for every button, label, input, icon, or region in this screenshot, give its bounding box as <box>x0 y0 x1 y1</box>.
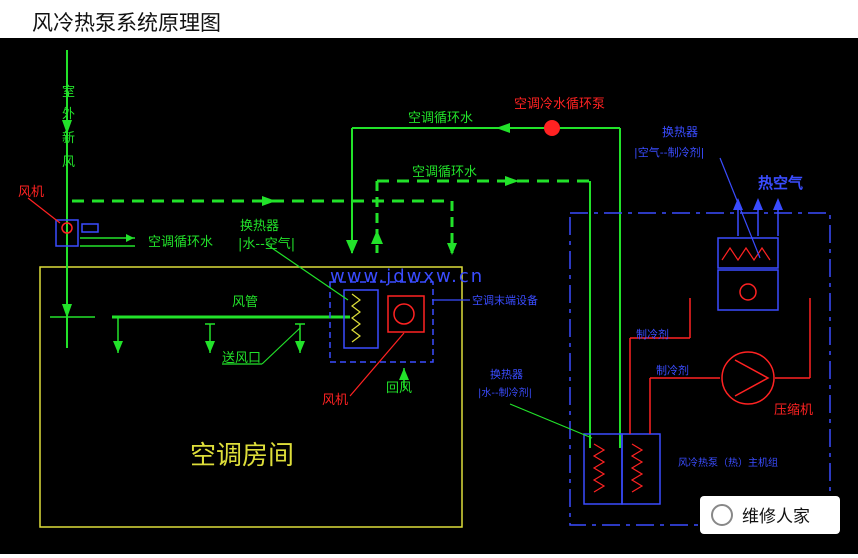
outdoor-air-label-1: 室 <box>62 84 75 100</box>
ac-terminal-box <box>329 281 434 363</box>
condenser-fan-icon <box>739 283 757 301</box>
page-title: 风冷热泵系统原理图 <box>32 11 221 35</box>
circ-water-left-arrow <box>126 234 134 242</box>
condenser-zigzag <box>721 246 771 262</box>
hot-air-arrow-3 <box>773 198 783 210</box>
return-air-label: 回风 <box>386 381 412 396</box>
condenser-coil <box>717 237 779 269</box>
brand-badge <box>700 496 840 534</box>
compressor-symbol <box>734 359 770 397</box>
air-refrigerant-label: |空气--制冷剂| <box>634 145 704 159</box>
refrigerant-label-2: 制冷剂 <box>656 363 689 377</box>
heat-exchanger-label: 换热器 <box>240 219 279 234</box>
hx-bottom-leader <box>509 403 593 439</box>
pump-label: 空调冷水循环泵 <box>514 97 605 112</box>
fan-left-icon <box>61 222 73 234</box>
water-hx-right-zigzag <box>630 443 644 493</box>
water-air-label: |水--空气| <box>238 236 295 252</box>
fan-mid-label: 风机 <box>322 393 348 408</box>
chat-icon <box>711 504 733 526</box>
supply-arrow-3 <box>295 341 305 353</box>
fan-left-leader <box>27 197 61 224</box>
hot-air-arrow-2 <box>753 198 763 210</box>
fresh-air-arrow-2 <box>62 304 72 318</box>
supply-vent-leader <box>261 327 301 365</box>
circ-water-top-arrow <box>496 123 510 133</box>
brand-label: 维修人家 <box>742 507 810 527</box>
hx-bottom-label: 换热器 <box>490 367 523 381</box>
fan-mid-box <box>387 295 425 333</box>
outdoor-air-label-3: 新 <box>62 130 75 146</box>
hot-air-label: 热空气 <box>758 174 803 192</box>
air-duct-label: 风管 <box>232 295 258 310</box>
dashed-down-arrow <box>447 243 457 255</box>
condenser-fan-box <box>717 269 779 311</box>
hot-air-arrow-1 <box>733 198 743 210</box>
fan-left-label: 风机 <box>18 185 44 200</box>
outdoor-air-label-2: 外 <box>62 107 75 122</box>
fan-mid-icon <box>393 303 415 325</box>
heat-exchanger-coil <box>343 289 379 349</box>
supply-vent-label: 送风口 <box>222 351 261 366</box>
supply-arrow-2 <box>205 341 215 353</box>
water-refrigerant-label: |水--制冷剂| <box>478 386 532 399</box>
hx-leader <box>265 243 349 301</box>
circ-water-top-arrow-down <box>346 240 358 254</box>
dashed-arrow <box>262 196 276 206</box>
ac-terminal-label: 空调末端设备 <box>472 293 538 307</box>
room-outline <box>39 266 463 528</box>
refrigerant-label-1: 制冷剂 <box>636 327 669 341</box>
circ-water-mid-arrow-up <box>371 230 383 244</box>
compressor-icon <box>721 351 775 405</box>
circ-water-mid-arrow <box>505 176 519 186</box>
circ-water-left-label: 空调循环水 <box>148 235 213 250</box>
fan-left-box <box>55 219 79 247</box>
supply-arrow-1 <box>113 341 123 353</box>
hx-right-label: 换热器 <box>662 125 698 139</box>
outdoor-air-label-4: 风 <box>62 155 75 170</box>
water-hx-right <box>621 433 661 505</box>
cad-diagram: 室 外 新 风 风机 空调循环水 换热器 |水--空气| 空调循环水 空调循环水… <box>0 38 858 554</box>
unit-name-label: 风冷热泵（热）主机组 <box>678 456 778 469</box>
water-hx-left-zigzag <box>592 443 606 493</box>
circ-water-mid-label: 空调循环水 <box>412 165 477 180</box>
pump-icon <box>544 120 560 136</box>
fan-left-coil <box>81 223 99 233</box>
circ-water-top-label: 空调循环水 <box>408 111 473 126</box>
schematic-svg: 室 外 新 风 风机 空调循环水 换热器 |水--空气| 空调循环水 空调循环水… <box>18 50 840 534</box>
watermark-text: www.jdwxw.cn <box>330 266 484 287</box>
compressor-label: 压缩机 <box>774 402 813 418</box>
return-air-arrow <box>399 368 409 380</box>
fresh-air-arrow <box>62 120 72 134</box>
outdoor-unit-box <box>569 212 831 526</box>
room-label: 空调房间 <box>190 441 294 471</box>
fan-mid-leader <box>349 332 405 397</box>
heat-exchanger-zigzag <box>351 293 361 343</box>
